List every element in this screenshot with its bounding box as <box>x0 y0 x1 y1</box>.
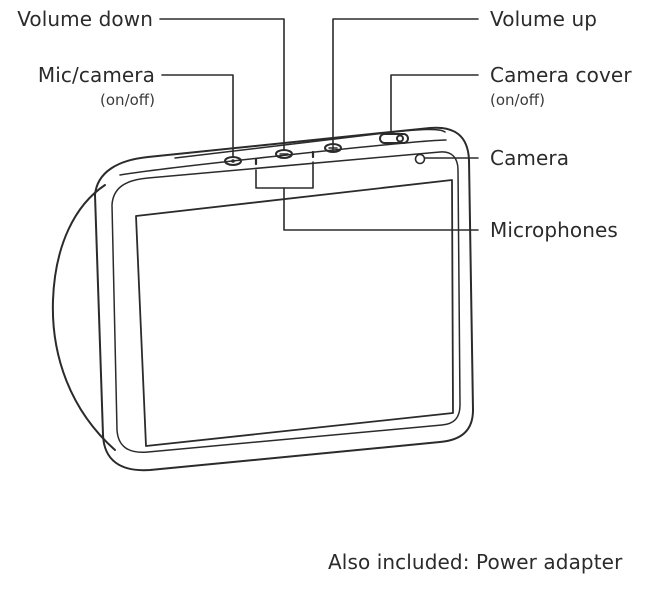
microphones-label: Microphones <box>490 218 618 242</box>
mic-camera-sub-label: (on/off) <box>100 91 155 109</box>
camera-label: Camera <box>490 146 570 170</box>
volume-down-label: Volume down <box>17 7 153 31</box>
volume-up-label: Volume up <box>490 7 598 31</box>
device-top-surface <box>174 128 446 159</box>
volume-down-button <box>275 149 293 159</box>
device-back-base <box>51 184 116 451</box>
device-top-edge <box>119 139 447 176</box>
mic-camera-label: Mic/camera <box>37 63 155 87</box>
also-included-note: Also included: Power adapter <box>328 550 623 574</box>
device-bezel <box>111 151 461 454</box>
camera-cover-sub-label: (on/off) <box>490 91 545 109</box>
callout-lines <box>159 18 479 231</box>
mic-camera-button <box>224 156 242 166</box>
device-screen <box>135 179 454 447</box>
volume-up-button <box>324 143 342 153</box>
camera-cover-label: Camera cover <box>490 63 632 87</box>
camera-lens <box>414 153 426 165</box>
camera-cover-slider <box>379 133 409 144</box>
device-body-outline <box>94 126 474 472</box>
